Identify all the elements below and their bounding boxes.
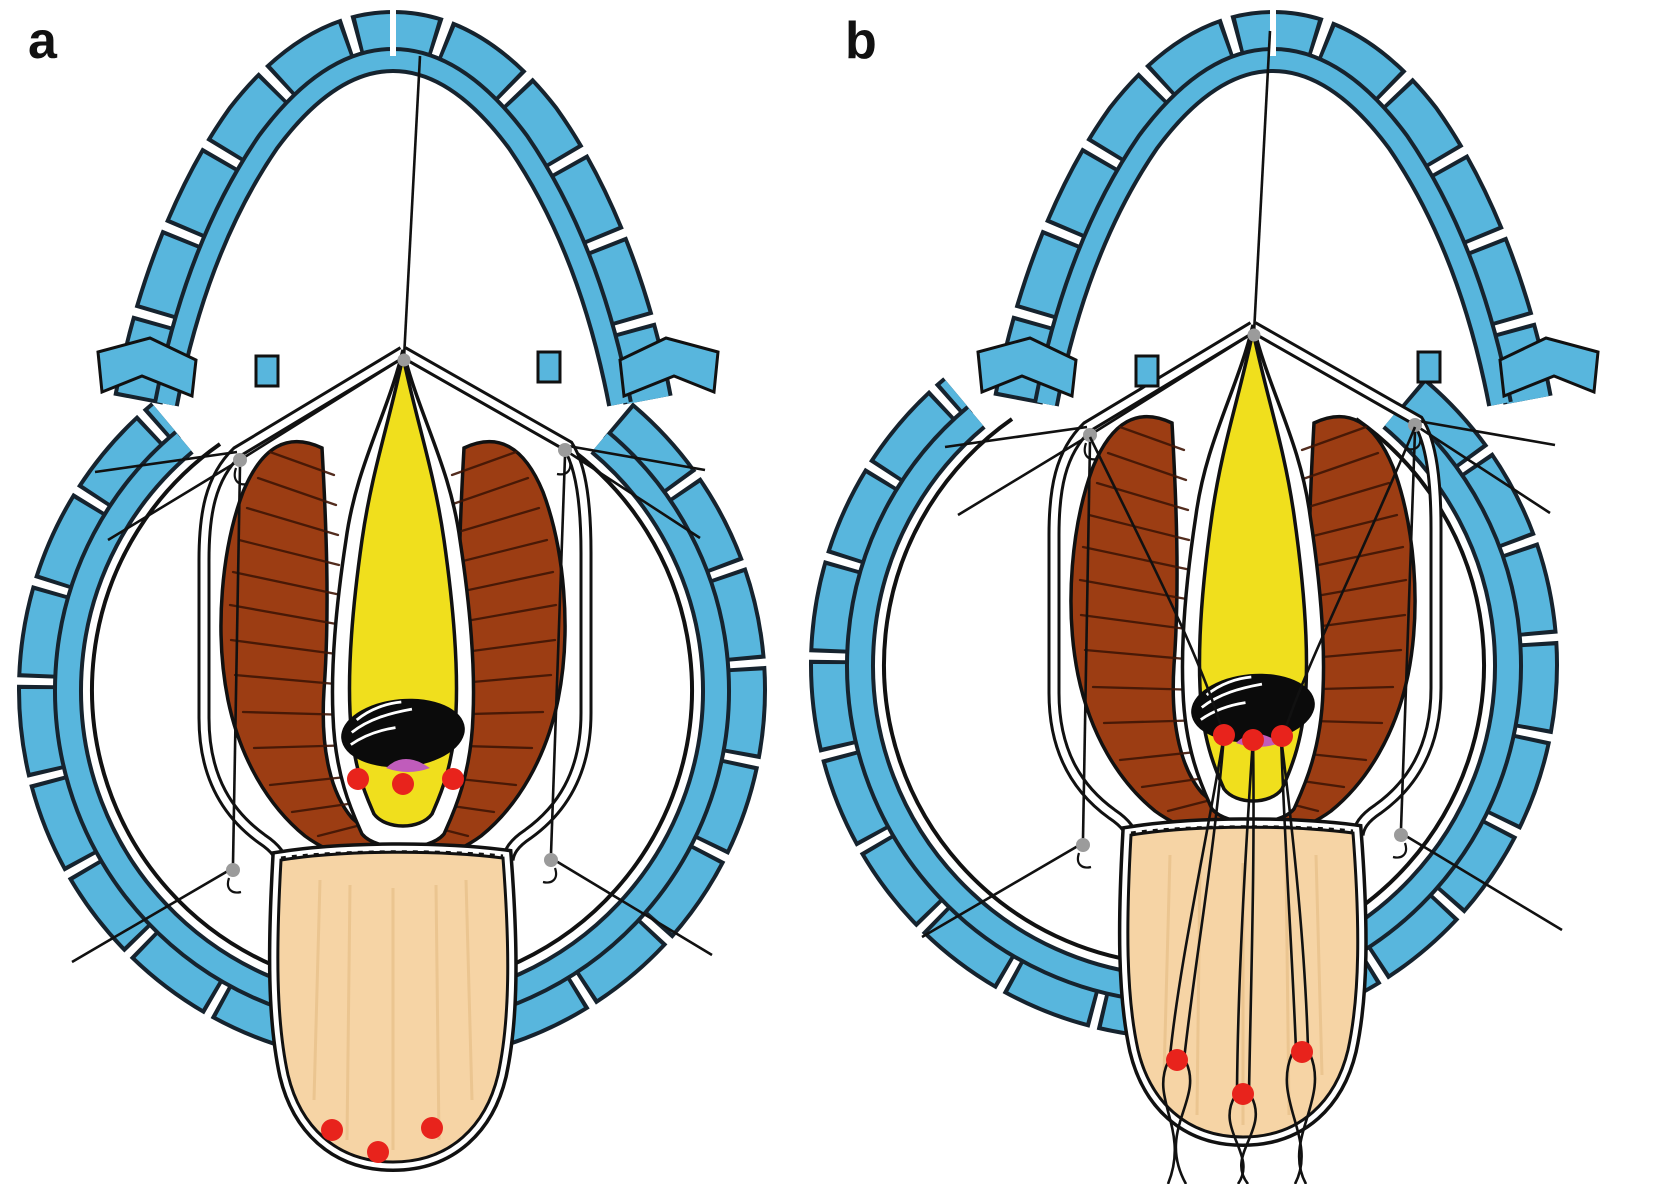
marker-dot bbox=[367, 1141, 389, 1163]
marker-dot bbox=[1213, 724, 1235, 746]
panel-b: b bbox=[832, 4, 1598, 1184]
marker-dot bbox=[442, 768, 464, 790]
marker-dot bbox=[1232, 1083, 1254, 1105]
wire-twisted-tail bbox=[1240, 1095, 1258, 1184]
marker-dot bbox=[1271, 725, 1293, 747]
marker-dot bbox=[1291, 1041, 1313, 1063]
panel-a: a bbox=[28, 4, 744, 1163]
panel-a-arch bbox=[98, 4, 718, 404]
wire-strand bbox=[1279, 736, 1310, 1049]
marker-dot bbox=[1242, 729, 1264, 751]
wire-twisted-tail bbox=[1162, 1061, 1177, 1184]
wire-strand bbox=[1279, 736, 1298, 1051]
wire-strand bbox=[1168, 734, 1226, 1057]
marker-dot bbox=[392, 773, 414, 795]
panel-a-label: a bbox=[28, 12, 58, 70]
panel-b-injection-points bbox=[1166, 724, 1313, 1105]
marker-dot bbox=[1166, 1049, 1188, 1071]
panel-b-wires bbox=[1088, 426, 1417, 1184]
marker-dot bbox=[421, 1117, 443, 1139]
wire-strand bbox=[1235, 737, 1255, 1091]
wire-strand bbox=[1247, 737, 1255, 1093]
wire-through-muscle-right bbox=[1282, 426, 1417, 734]
wire-twisted-tail bbox=[1174, 1061, 1192, 1184]
wire-strand bbox=[1182, 734, 1226, 1061]
marker-dot bbox=[347, 768, 369, 790]
wire-through-muscle-left bbox=[1088, 436, 1224, 731]
wire-twisted-tail bbox=[1297, 1053, 1317, 1184]
marker-dot bbox=[321, 1119, 343, 1141]
panel-b-label: b bbox=[845, 12, 877, 70]
panel-a-injection-points bbox=[321, 768, 464, 1163]
